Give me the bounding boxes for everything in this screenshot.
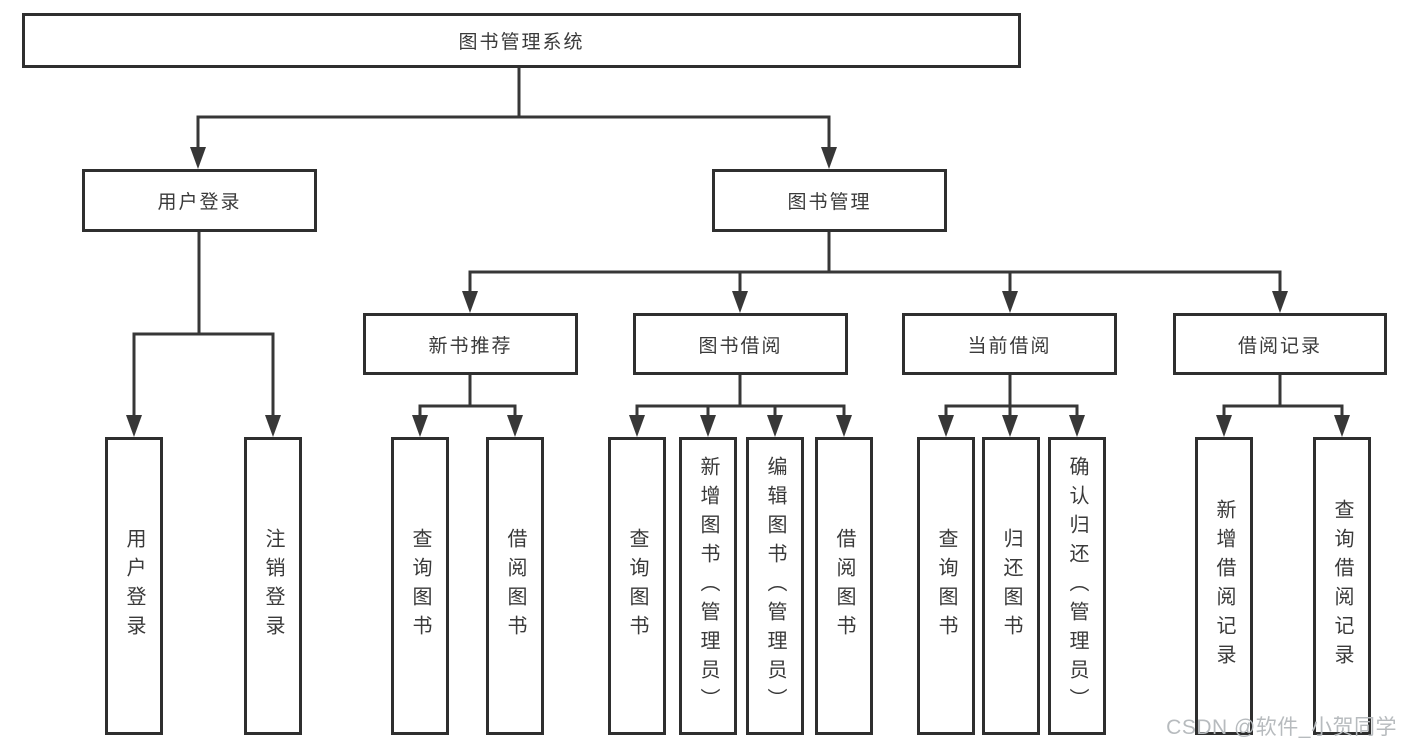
watermark: CSDN @软件_小贺同学 [1166,716,1397,739]
node-label: 查询借阅记录 [1331,499,1353,673]
node-label: 查询图书 [935,528,957,644]
node-library-system: 图书管理系统 [22,13,1021,68]
leaf-return-books: 归还图书 [982,437,1040,735]
leaf-query-borrow-record: 查询借阅记录 [1313,437,1371,735]
node-label: 用户登录 [157,192,242,213]
leaf-query-books-borrowing: 查询图书 [608,437,666,735]
node-label: 借阅记录 [1237,335,1322,357]
leaf-add-borrow-record: 新增借阅记录 [1195,437,1253,735]
node-label: 查询图书 [409,528,431,644]
node-label: 图书管理 [787,192,872,213]
leaf-user-login: 用户登录 [105,437,163,735]
node-borrowing-records: 借阅记录 [1173,313,1387,375]
arrowhead-icons [126,147,1350,437]
leaf-query-books-recommend: 查询图书 [391,437,449,735]
node-current-borrowing: 当前借阅 [902,313,1117,375]
node-label: 新增借阅记录 [1213,499,1235,673]
node-book-management: 图书管理 [712,169,947,232]
node-label: 归还图书 [1000,528,1022,644]
node-label: 编辑图书（管理员） [764,455,786,717]
node-new-book-recommendation: 新书推荐 [363,313,578,375]
node-book-borrowing: 图书借阅 [633,313,848,375]
leaf-query-books-current: 查询图书 [917,437,975,735]
node-user-login: 用户登录 [82,169,317,232]
leaf-confirm-return-admin: 确认归还（管理员） [1048,437,1106,735]
node-label: 图书管理系统 [458,32,585,53]
node-label: 新增图书（管理员） [697,455,719,717]
node-label: 图书借阅 [698,335,783,357]
node-label: 当前借阅 [967,335,1052,357]
leaf-borrow-books-borrowing: 借阅图书 [815,437,873,735]
node-label: 借阅图书 [833,528,855,644]
connector-lines [132,68,1344,416]
leaf-edit-books-admin: 编辑图书（管理员） [746,437,804,735]
leaf-logout: 注销登录 [244,437,302,735]
leaf-add-books-admin: 新增图书（管理员） [679,437,737,735]
leaf-borrow-books-recommend: 借阅图书 [486,437,544,735]
node-label: 用户登录 [123,528,145,644]
node-label: 新书推荐 [428,335,513,357]
node-label: 确认归还（管理员） [1066,455,1088,717]
node-label: 注销登录 [262,528,284,644]
node-label: 借阅图书 [504,528,526,644]
node-label: 查询图书 [626,528,648,644]
